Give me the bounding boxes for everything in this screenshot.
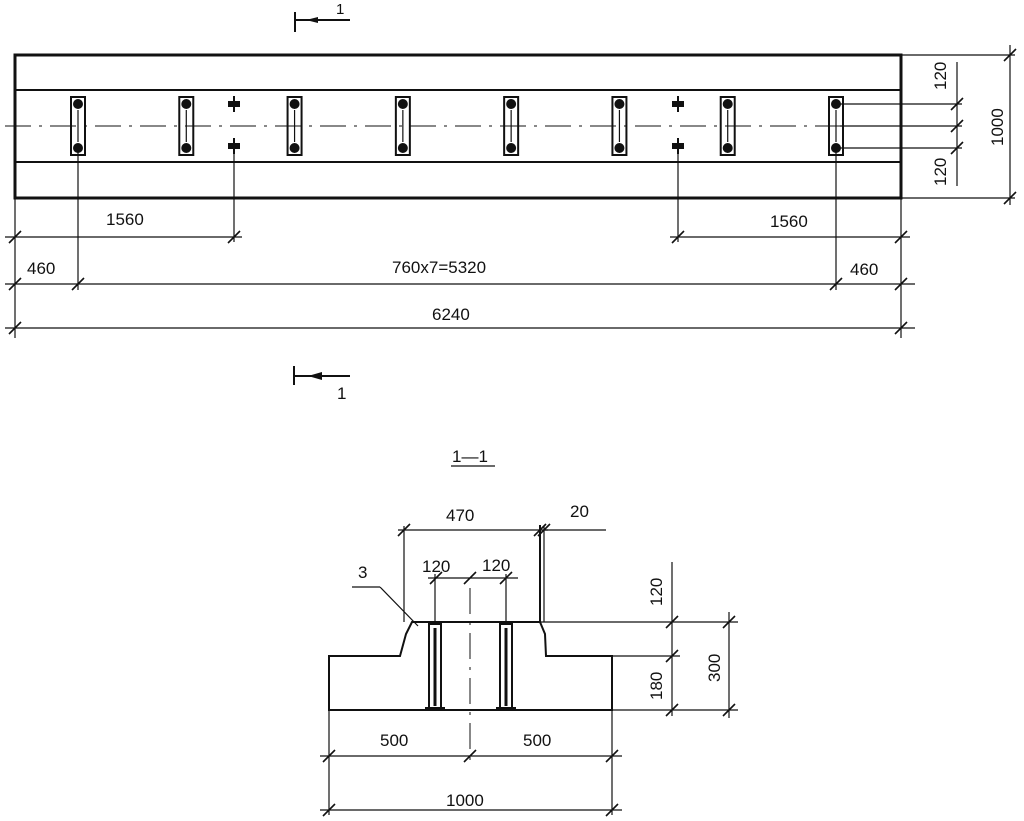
section-cut-mark-bottom: 1: [293, 366, 350, 403]
lifting-loop: [228, 96, 240, 154]
dim-plan-overall-length: 6240: [432, 305, 470, 324]
anchor-bolt: [506, 143, 517, 153]
dim-plan-end-left: 460: [27, 259, 55, 278]
anchor-bolt: [181, 99, 192, 109]
plan-extension-lines: [14, 54, 1015, 338]
dim-plan-end-right: 460: [850, 260, 878, 279]
dim-section-raised-height: 120: [647, 578, 666, 606]
anchor-bolt: [73, 99, 83, 109]
dim-section-overall-height: 300: [705, 654, 724, 682]
dim-plan-middle: 760x7=5320: [392, 258, 486, 277]
section-title: 1—1: [452, 447, 488, 466]
dim-section-top-width: 470: [446, 506, 474, 525]
dim-section-half-right: 500: [523, 731, 551, 750]
section-cut-mark-top: 1: [294, 1, 350, 32]
anchor-plate: [70, 96, 86, 156]
section-view: 1—1 3 470 20: [320, 447, 738, 817]
dim-plan-edge-right: 1560: [770, 212, 808, 231]
lifting-loop: [672, 96, 684, 154]
anchor-bolt: [181, 143, 192, 153]
anchor-bolt: [722, 143, 733, 153]
dim-plan-overall-width: 1000: [988, 108, 1007, 146]
section-callout-label: 3: [358, 563, 367, 582]
anchor-plate: [611, 96, 628, 156]
anchor-bolt: [397, 99, 408, 109]
anchor-plate: [178, 96, 195, 156]
dim-section-anchor-right: 120: [482, 556, 510, 575]
dim-section-half-left: 500: [380, 731, 408, 750]
plan-dimension-lines: [5, 45, 1017, 335]
anchor-plate: [719, 96, 736, 156]
anchor-bolt: [831, 99, 841, 109]
anchor-bolt: [722, 99, 733, 109]
anchor-plate: [286, 96, 303, 156]
section-cut-label-top: 1: [336, 1, 344, 18]
dim-section-chamfer: 20: [570, 502, 589, 521]
anchor-plate: [394, 96, 411, 156]
dim-plan-strip-bottom: 120: [931, 158, 950, 186]
dim-plan-edge-left: 1560: [106, 210, 144, 229]
anchor-plate: [503, 96, 520, 156]
dim-section-base-height: 180: [647, 672, 666, 700]
anchor-bolt: [289, 143, 300, 153]
dim-plan-strip-top: 120: [931, 62, 950, 90]
anchor-bolt: [614, 143, 625, 153]
section-cut-label-bottom: 1: [337, 384, 346, 403]
anchor-bolt: [614, 99, 625, 109]
anchor-bolt: [73, 143, 83, 153]
anchor-bolt: [289, 99, 300, 109]
dim-section-overall-width: 1000: [446, 791, 484, 810]
anchor-bolt: [831, 143, 841, 153]
section-anchors: [425, 623, 516, 709]
anchor-bolt: [506, 99, 517, 109]
anchor-bolt: [397, 143, 408, 153]
plan-view: 1: [5, 1, 1017, 403]
dim-section-anchor-left: 120: [422, 557, 450, 576]
